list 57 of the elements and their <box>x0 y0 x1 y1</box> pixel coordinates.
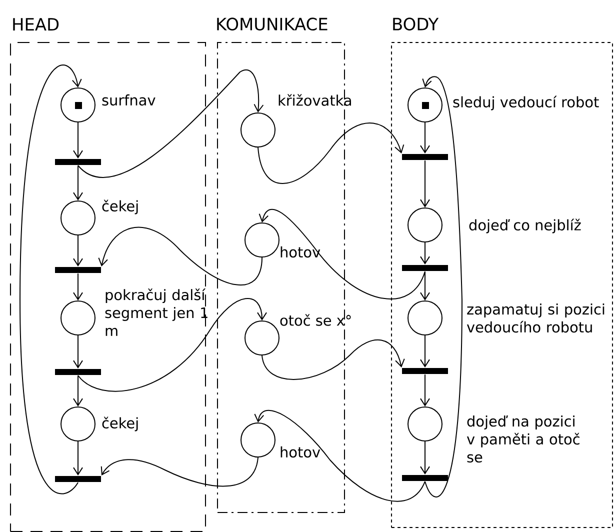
place-circle <box>240 422 276 458</box>
arrow <box>420 335 430 368</box>
transition-bar <box>55 159 101 165</box>
place-label: sleduj vedoucí robot <box>453 96 599 110</box>
arrow <box>20 65 82 494</box>
arrow <box>420 271 430 300</box>
arrow <box>258 122 404 184</box>
arrow <box>420 374 430 406</box>
arrow <box>73 441 83 476</box>
place-label: čekej <box>102 200 138 214</box>
arrow <box>100 457 258 487</box>
place-circle <box>60 88 96 122</box>
lane-heading: BODY <box>393 18 439 30</box>
place-circle <box>408 88 442 122</box>
arrow <box>262 339 405 380</box>
arrow <box>420 160 430 208</box>
arrow <box>73 165 83 200</box>
place-circle <box>60 300 96 336</box>
arrow <box>258 208 426 300</box>
arrow <box>73 335 83 368</box>
transition-bar <box>55 369 101 375</box>
place-circle <box>408 208 442 242</box>
place-label: čekej <box>102 416 138 432</box>
arrow <box>420 242 430 264</box>
transition-bar <box>55 267 101 273</box>
arrow <box>98 226 262 286</box>
arrow <box>73 235 83 266</box>
place-circle <box>60 200 96 236</box>
place-circle <box>60 406 96 442</box>
transition-bar <box>402 154 448 160</box>
transition-bar <box>402 265 448 271</box>
place-label: zapamatuj si pozici vedoucího robotu <box>466 303 604 333</box>
arrow <box>73 122 83 158</box>
arrow <box>254 410 426 502</box>
transition-bar <box>55 476 101 482</box>
place-label: dojeď na pozici v paměti a otoč se <box>466 415 580 463</box>
place-circle <box>408 406 442 442</box>
transition-bar <box>402 475 448 481</box>
place-circle <box>244 320 280 356</box>
arrow <box>420 122 430 154</box>
arrow <box>422 76 462 498</box>
place-label: křižovatka <box>278 94 351 106</box>
place-label: dojeď co nejblíž <box>469 218 581 234</box>
place-label: hotov <box>280 446 320 458</box>
place-circle <box>240 112 276 148</box>
place-label: otoč se x° <box>280 314 351 326</box>
lane-heading: HEAD <box>13 18 59 30</box>
place-circle <box>408 300 442 336</box>
lane-heading: KOMUNIKACE <box>217 18 328 30</box>
arrow <box>420 441 430 474</box>
place-label: surfnav <box>102 94 156 106</box>
arrow <box>78 69 264 178</box>
arrow <box>78 298 267 392</box>
place-circle <box>244 222 280 258</box>
transition-bar <box>402 368 448 374</box>
arrow <box>73 375 83 406</box>
arrow <box>73 273 83 300</box>
